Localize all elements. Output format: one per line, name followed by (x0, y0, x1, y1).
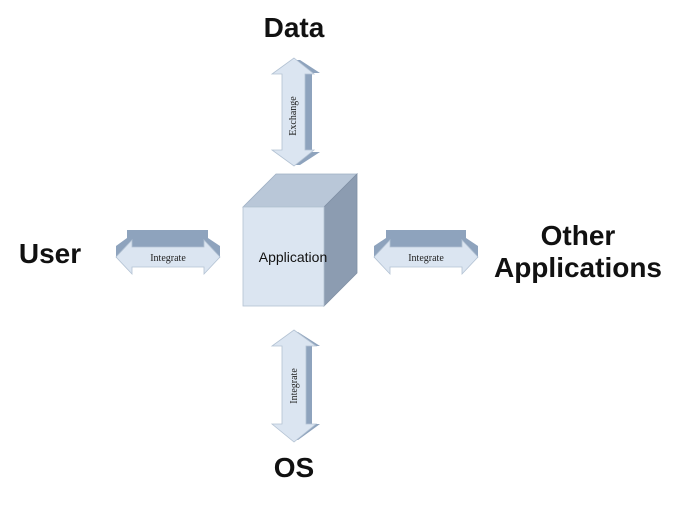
node-other-line-2: Applications (493, 252, 662, 284)
arrow-right-label: Integrate (408, 253, 444, 264)
arrow-top-label: Exchange (288, 96, 299, 136)
node-data: Data (263, 12, 325, 43)
integrate-arrow-right: Integrate (373, 230, 479, 276)
application-label: Application (259, 249, 328, 265)
integrate-arrow-left: Integrate (115, 230, 221, 276)
arrow-left-label: Integrate (150, 253, 186, 264)
arrow-left-body (115, 238, 221, 276)
integrate-arrow-bottom: Integrate (270, 329, 320, 443)
node-other-applications: Other Applications (478, 220, 678, 284)
node-other-line-1: Other (540, 220, 616, 251)
node-os: OS (273, 452, 315, 483)
arrow-bottom-label: Integrate (289, 368, 300, 404)
cube-front-face (242, 206, 325, 307)
arrow-top-body (270, 57, 316, 167)
arrow-right-body (373, 238, 479, 276)
arrow-bottom-body (270, 329, 318, 443)
exchange-arrow-top: Exchange (270, 57, 320, 167)
node-user: User (18, 238, 82, 269)
application-cube: Application (242, 173, 358, 307)
